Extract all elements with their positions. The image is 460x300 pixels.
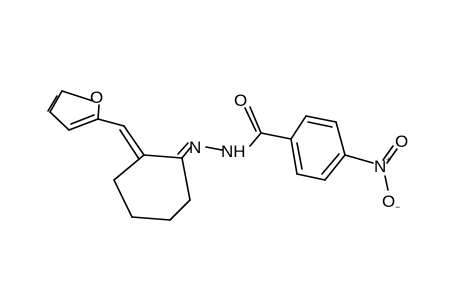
nitro-oxygen-top-label: O: [395, 132, 408, 151]
nitro-nitrogen-charge: +: [386, 155, 391, 165]
furan-ring: [47, 90, 100, 131]
bond-ring-c2-c3: [181, 157, 191, 201]
bond-nitro-o-top-double: [382, 145, 394, 161]
bond-carbonyl-o: [249, 106, 262, 134]
bond-benz-4-5: [324, 154, 346, 181]
amide-nh-label: NH: [221, 142, 246, 161]
bond-ring-c4-c5: [131, 216, 171, 221]
bond-carbonyl-o-double: [244, 107, 257, 132]
bond-benz-2-3-double: [307, 121, 333, 128]
bond-ring-c1-c2: [143, 154, 183, 159]
bond-furan-c2-o: [97, 104, 100, 120]
imine-nitrogen-label: N: [189, 138, 201, 157]
bond-c-n-imine: [181, 146, 192, 159]
bond-benz-1-2: [290, 115, 307, 140]
bond-nitro-o-bottom: [384, 175, 389, 191]
bond-furan-c4-c3: [49, 111, 70, 131]
bond-ring-c3-c4: [169, 199, 191, 221]
bond-benz-3-4: [335, 121, 346, 156]
benzene-ring: [290, 115, 346, 181]
bond-ring-nitro: [344, 154, 374, 164]
cyclohexane-ring: [113, 154, 191, 221]
bond-ch-exocyclic: [123, 125, 145, 156]
bond-ch-exocyclic-double: [119, 129, 140, 160]
bond-benz-4-5-double: [321, 153, 340, 175]
bond-furan-c3-c2-double: [70, 114, 95, 125]
bond-benz-5-6: [296, 173, 326, 181]
bond-ring-c5-c6: [113, 179, 133, 218]
nitro-oxygen-bottom-label: O: [382, 192, 395, 211]
bond-carbonyl-ring: [260, 132, 292, 140]
bond-nh-carbonyl: [249, 132, 262, 147]
bond-n-nh: [205, 146, 223, 151]
bond-furan-o-c5: [61, 90, 94, 102]
nitro-oxygen-charge: −: [395, 202, 400, 212]
bond-furan-c5-c4-double: [47, 95, 58, 112]
bond-ring-c6-c1: [113, 154, 145, 181]
bond-c-n-imine-double: [177, 142, 189, 155]
bond-furan-c5-c4: [49, 90, 63, 113]
bond-benz-6-1: [290, 138, 298, 175]
bond-benz-2-3: [305, 115, 337, 123]
bond-nitro-o-top: [386, 148, 398, 164]
bond-furan-c3-c2: [68, 118, 99, 131]
bond-benz-6-1-double: [296, 142, 303, 170]
carbonyl-oxygen-label: O: [234, 91, 247, 110]
nitro-nitrogen-label: N: [374, 157, 386, 176]
furan-oxygen-label: O: [90, 88, 103, 107]
bond-furan-ch: [97, 118, 125, 127]
